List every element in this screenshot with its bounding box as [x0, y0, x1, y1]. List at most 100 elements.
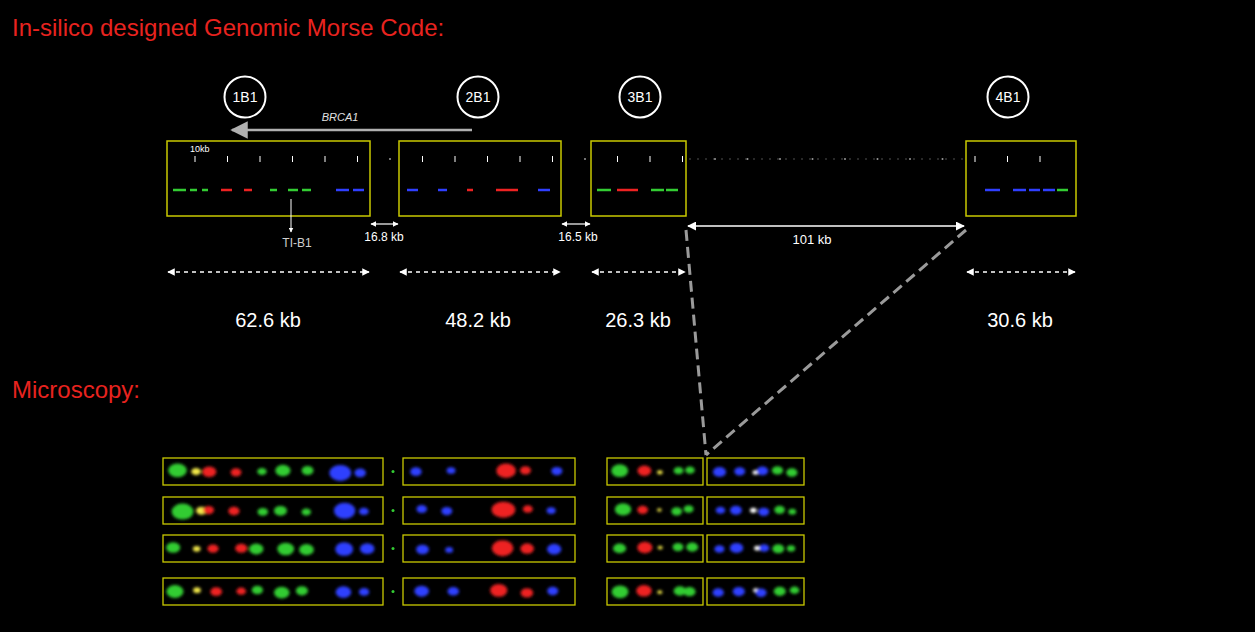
- probe-dash: [1029, 189, 1040, 192]
- region-name: 3B1: [628, 89, 653, 105]
- region-name: 1B1: [233, 89, 258, 105]
- signal-blob: [713, 467, 726, 477]
- scale-dot: [389, 158, 391, 160]
- signal-dot: [392, 470, 395, 473]
- signal-blob: [166, 542, 180, 553]
- signal-blob: [172, 504, 194, 520]
- signal-blob: [774, 587, 786, 596]
- circle-shape: [225, 77, 266, 118]
- probe-dash: [407, 189, 418, 192]
- signal-blob: [685, 467, 695, 474]
- signal-blob: [683, 587, 695, 596]
- probe-dash: [190, 189, 197, 192]
- signal-blob: [275, 465, 290, 476]
- circle-shape: [458, 77, 499, 118]
- signal-blob: [274, 587, 290, 599]
- signal-blob: [334, 503, 355, 519]
- signal-blob: [547, 587, 558, 595]
- signal-blob: [612, 586, 629, 599]
- signal-blob: [441, 507, 452, 515]
- microscopy-box: [163, 497, 383, 524]
- probe-dash: [173, 189, 186, 192]
- signal-blob: [496, 463, 515, 478]
- pointer-arrow: [291, 199, 292, 232]
- design-box: [399, 141, 561, 216]
- signal-blob: [299, 544, 314, 555]
- probe-dash: [336, 189, 349, 192]
- signal-blob: [657, 470, 663, 474]
- signal-blob: [716, 507, 726, 514]
- scale-tick: [260, 156, 261, 162]
- scale-dot: [705, 158, 706, 159]
- circle-shape: [988, 77, 1029, 118]
- scale-dot: [753, 158, 754, 159]
- microscopy-box: [403, 578, 575, 605]
- signal-blob: [547, 507, 556, 514]
- gap-length: 16.5 kb: [558, 231, 597, 245]
- scale-dot: [825, 158, 826, 159]
- microscopy-box: [403, 458, 575, 485]
- scale-dot: [844, 158, 846, 160]
- scale-dot: [747, 158, 749, 160]
- signal-blob: [235, 544, 247, 553]
- region-length: 26.3 kb: [605, 309, 671, 332]
- region-name: 4B1: [996, 89, 1021, 105]
- gap-length: 101 kb: [792, 233, 831, 248]
- scale-tick: [487, 156, 488, 162]
- region-length: 30.6 kb: [987, 309, 1053, 332]
- signal-blob: [329, 465, 351, 481]
- signal-blob: [613, 543, 626, 553]
- signal-blob: [686, 543, 698, 552]
- gap-arrow: [688, 225, 964, 227]
- scale-dot: [897, 158, 898, 159]
- signal-dot: [392, 509, 395, 512]
- scale-dot: [713, 158, 714, 159]
- microscopy-box: [607, 497, 703, 524]
- signal-blob: [335, 542, 353, 555]
- microscopy-box: [707, 458, 804, 485]
- signal-blob: [447, 467, 456, 474]
- section-heading: Microscopy:: [12, 376, 140, 404]
- signal-blob: [520, 543, 534, 553]
- scale-dot: [785, 158, 786, 159]
- probe-dash: [617, 189, 638, 192]
- scale-tick: [975, 156, 976, 162]
- signal-blob: [410, 467, 422, 476]
- scale-dot: [921, 158, 922, 159]
- signal-blob: [228, 507, 239, 516]
- signal-blob: [166, 585, 183, 598]
- gene-arrow: [232, 129, 472, 132]
- probe-dash: [1057, 189, 1068, 192]
- zoom-line: [686, 230, 706, 455]
- signal-blob: [416, 505, 427, 513]
- probe-dash: [288, 189, 298, 192]
- signal-blob: [787, 545, 795, 551]
- signal-blob: [786, 468, 797, 476]
- probe-dash: [985, 189, 1000, 192]
- scale-tick: [455, 156, 456, 162]
- signal-blob: [231, 468, 242, 476]
- signal-blob: [445, 547, 453, 553]
- scale-tick: [422, 156, 423, 162]
- region-circle: 2B1: [456, 75, 500, 119]
- signal-blob: [772, 544, 784, 553]
- microscopy-box: [607, 458, 703, 485]
- scale-dot: [729, 158, 730, 159]
- gap-arrow: [371, 223, 398, 224]
- scale-tick: [1040, 156, 1041, 162]
- signal-blob: [637, 542, 652, 553]
- signal-blob: [252, 586, 263, 595]
- signal-blob: [492, 540, 514, 556]
- size-arrow: [967, 271, 1075, 273]
- probe-dash: [202, 189, 208, 192]
- scale-dot: [881, 158, 882, 159]
- size-arrow: [592, 271, 685, 273]
- signal-blob: [758, 508, 769, 516]
- signal-blob: [750, 508, 757, 513]
- signal-blob: [360, 543, 374, 554]
- region-length: 48.2 kb: [445, 309, 511, 332]
- design-box: [966, 141, 1076, 216]
- probe-dash: [302, 189, 311, 192]
- signal-blob: [684, 505, 694, 512]
- scale-dot: [737, 158, 738, 159]
